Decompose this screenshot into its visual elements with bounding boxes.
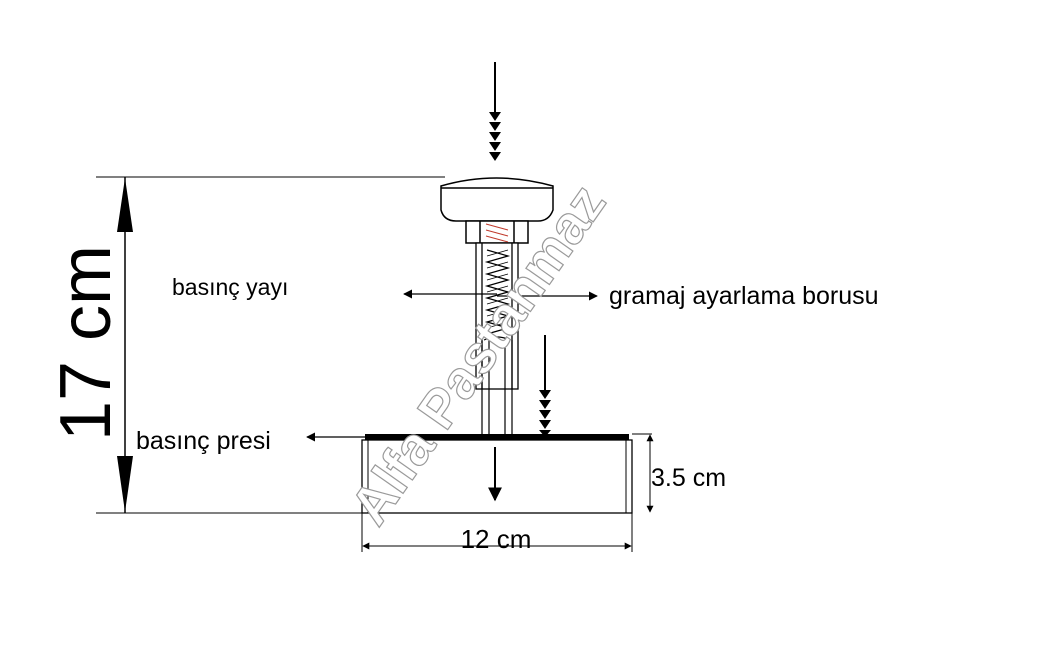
dimension-arrow-top [117,178,133,232]
base-height-label: 3.5 cm [651,464,726,492]
spring [484,249,511,335]
base-height-dimension [632,433,654,513]
top-force-arrow [489,62,501,161]
tube-label: gramaj ayarlama borusu [609,282,879,310]
dimension-arrow-bottom [117,456,133,512]
height-dimension-label: 17 cm [46,245,126,441]
side-force-arrow [539,335,551,437]
tube-neck [465,220,529,244]
width-dimension-label: 12 cm [461,524,532,554]
spring-label: basınç yayı [172,274,288,300]
press-rods [481,336,513,437]
press-label: basınç presi [136,427,271,455]
knob [440,177,554,222]
adjustment-tube [475,242,519,390]
width-dimension [361,513,633,552]
